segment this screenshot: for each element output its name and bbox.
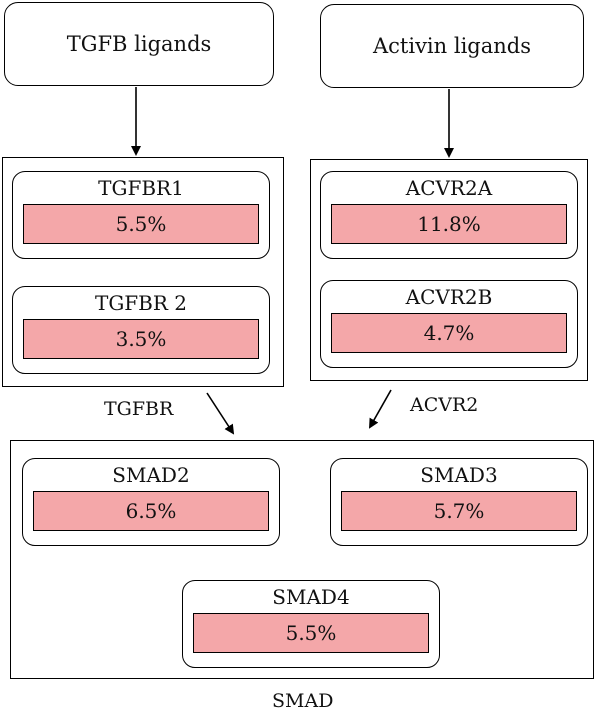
tgfb-ligands-box: TGFB ligands	[4, 2, 274, 86]
smad4-name: SMAD4	[272, 585, 350, 609]
tgfbr1-gene-box: TGFBR1 5.5%	[12, 171, 270, 259]
smad4-alteration: 5.5%	[193, 613, 429, 653]
tgfbr1-alteration: 5.5%	[23, 204, 259, 244]
smad3-gene-box: SMAD3 5.7%	[330, 458, 588, 546]
tgfb-ligands-label: TGFB ligands	[66, 32, 212, 56]
activin-ligands-label: Activin ligands	[372, 34, 531, 58]
smad-group-label: SMAD	[272, 690, 334, 712]
tgfbr-group-label: TGFBR	[104, 398, 174, 420]
activin-ligands-box: Activin ligands	[320, 4, 584, 88]
acvr2a-name: ACVR2A	[405, 176, 493, 200]
smad2-name: SMAD2	[112, 463, 190, 487]
smad2-gene-box: SMAD2 6.5%	[22, 458, 280, 546]
tgfbr-to-smad-arrow	[206, 392, 235, 435]
tgfbr2-name: TGFBR 2	[94, 291, 188, 315]
tgfbr1-name: TGFBR1	[98, 176, 184, 200]
acvr2b-alteration: 4.7%	[331, 313, 567, 353]
smad2-alteration: 6.5%	[33, 491, 269, 531]
acvr2b-name: ACVR2B	[405, 285, 493, 309]
acvr2a-alteration: 11.8%	[331, 204, 567, 244]
tgfbr2-gene-box: TGFBR 2 3.5%	[12, 286, 270, 374]
smad3-name: SMAD3	[420, 463, 498, 487]
acvr2a-gene-box: ACVR2A 11.8%	[320, 171, 578, 259]
tgfbr2-alteration: 3.5%	[23, 319, 259, 359]
acvr2-to-smad-arrow	[369, 389, 392, 429]
acvr2-group-label: ACVR2	[410, 394, 479, 416]
acvr2b-gene-box: ACVR2B 4.7%	[320, 280, 578, 368]
smad3-alteration: 5.7%	[341, 491, 577, 531]
smad4-gene-box: SMAD4 5.5%	[182, 580, 440, 668]
